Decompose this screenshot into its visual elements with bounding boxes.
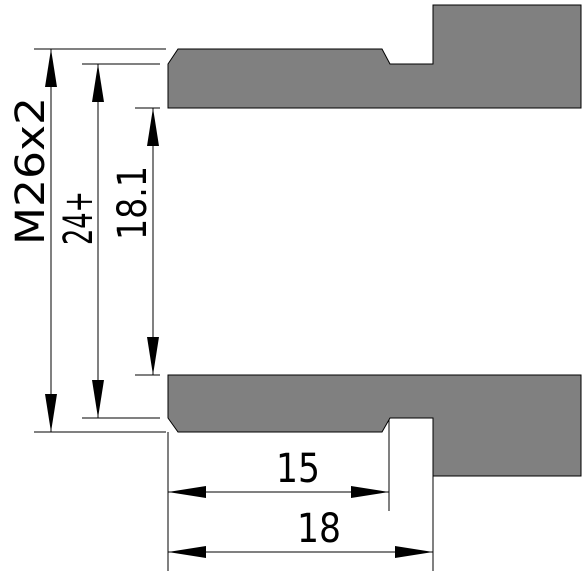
horizontal-extension-lines bbox=[167, 418, 434, 571]
arrowhead bbox=[147, 108, 159, 146]
arrowhead bbox=[45, 394, 57, 432]
arrowhead bbox=[92, 380, 104, 418]
arrowhead bbox=[168, 486, 206, 498]
upper-part-section bbox=[167, 4, 582, 109]
thread-length-label: 15 bbox=[276, 446, 320, 492]
arrowhead bbox=[395, 546, 433, 558]
thread-major-diameter-label: M26x2 bbox=[8, 97, 54, 245]
vertical-extension-lines bbox=[34, 48, 166, 433]
arrowhead bbox=[147, 337, 159, 375]
arrowhead bbox=[168, 546, 206, 558]
arrowhead bbox=[45, 49, 57, 87]
arrowhead bbox=[92, 64, 104, 102]
lower-part-section bbox=[167, 374, 582, 477]
pitch-diameter-label: 24+ bbox=[56, 191, 102, 245]
minor-diameter-label: 18.1 bbox=[110, 166, 156, 240]
arrowhead bbox=[351, 486, 389, 498]
total-length-label: 18 bbox=[297, 506, 341, 552]
dimension-arrowheads bbox=[45, 49, 433, 558]
